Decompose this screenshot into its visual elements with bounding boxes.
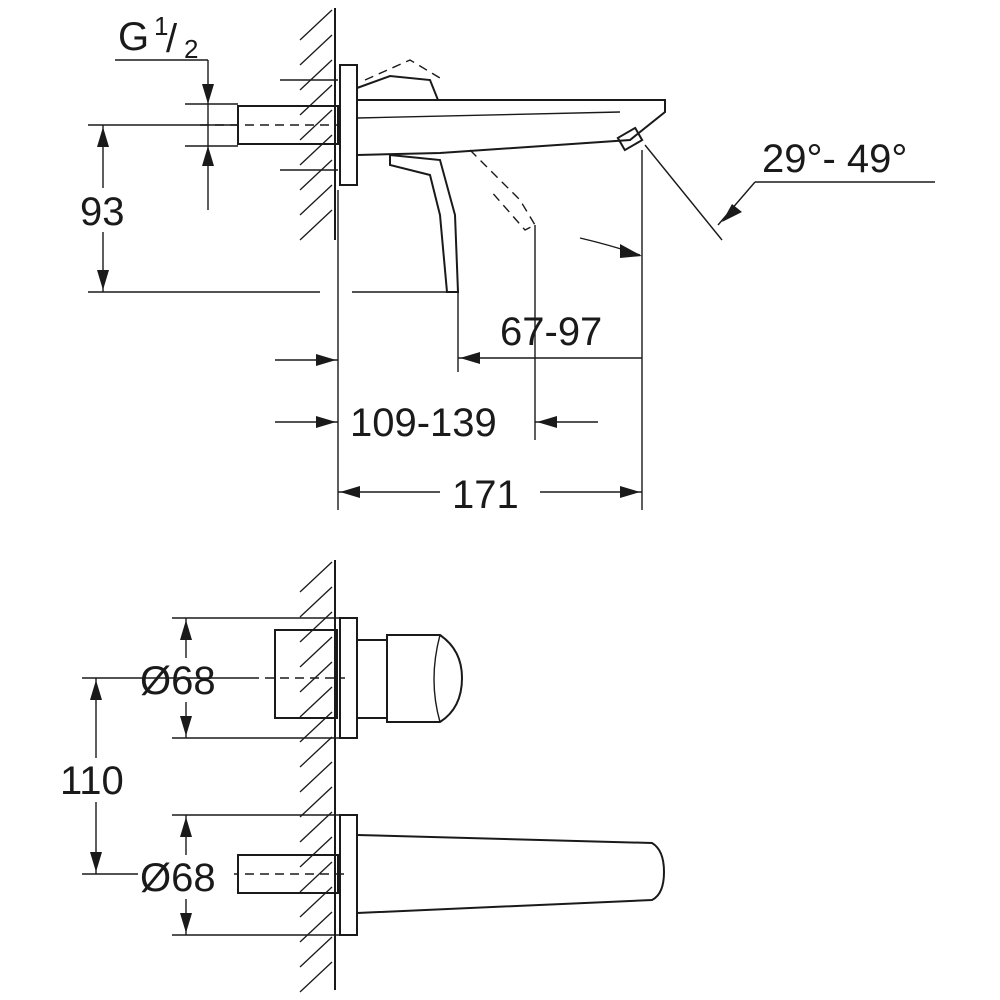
rosette-top-dimension: Ø68 [138, 617, 340, 739]
side-view: G 1 / 2 93 29°- 49° [78, 8, 935, 517]
thread-numerator-label: 1 [154, 11, 168, 41]
height-dim-label: 93 [80, 190, 125, 234]
thread-slash-label: / [166, 17, 178, 61]
depth-dim-label: 109-139 [350, 401, 497, 445]
side-rosette-plate [339, 64, 358, 186]
thread-denominator-label: 2 [184, 34, 198, 64]
rosette-bottom-dimension: Ø68 [138, 814, 340, 936]
wall-hatching-bottom [299, 560, 336, 993]
wall-hatching-top [299, 8, 336, 241]
total-length-dim-label: 171 [452, 473, 519, 517]
front-view: Ø68 110 Ø68 [58, 560, 666, 993]
rosette-bottom-dim-label: Ø68 [140, 856, 216, 900]
height-dimension: 93 [78, 124, 455, 293]
depth-dimension: 109-139 [275, 190, 598, 510]
handle-unit [250, 617, 464, 739]
reach-dimension: 67-97 [457, 150, 643, 510]
thread-dimension: G 1 / 2 [115, 11, 238, 210]
spout-unit [200, 814, 666, 936]
spacing-dimension: 110 [58, 677, 250, 875]
angle-dimension: 29°- 49° [579, 137, 935, 258]
total-length-dimension: 171 [338, 473, 642, 517]
side-spout [356, 59, 666, 293]
angle-dim-label: 29°- 49° [762, 137, 907, 181]
thread-prefix-label: G [118, 15, 149, 59]
rosette-top-dim-label: Ø68 [140, 659, 216, 703]
reach-dim-label: 67-97 [500, 310, 602, 354]
spacing-dim-label: 110 [60, 759, 124, 803]
